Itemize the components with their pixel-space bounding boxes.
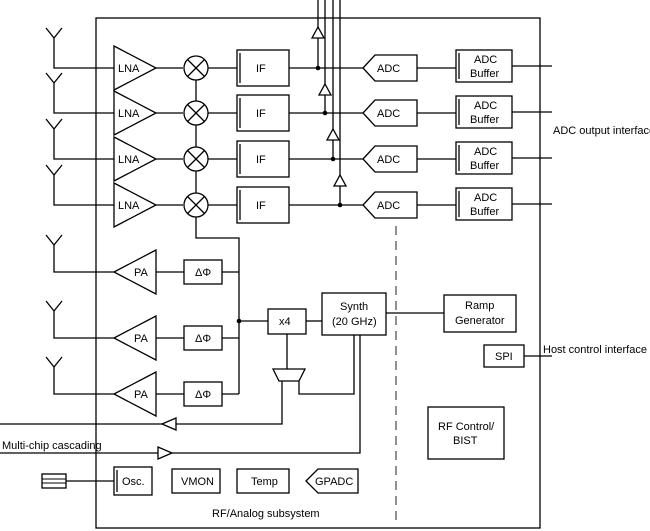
adc-buffer-4 — [455, 187, 513, 221]
rx-chain-3: LNA IF ADC ADC Buffer — [45, 118, 552, 183]
lna-amplifier-4 — [113, 181, 158, 229]
if-label-1: IF — [256, 63, 266, 75]
tx-chain-2: PA ΔΦ — [45, 300, 239, 362]
adc-output-interface-label: ADC output interface — [553, 125, 650, 137]
lna-label-4: LNA — [118, 200, 140, 212]
adc-buffer-3 — [455, 141, 513, 175]
synth-label-line1: Synth — [340, 301, 368, 313]
tap-buffer-4-icon — [332, 173, 348, 187]
phase-shifter-label-1: ΔΦ — [195, 267, 211, 279]
adc-buffer-label-1b: Buffer — [470, 68, 499, 80]
host-control-interface-label: Host control interface — [543, 344, 647, 356]
pa-label-1: PA — [134, 267, 149, 279]
cascade-buffer-out-icon — [160, 417, 177, 431]
tx-chain-1: PA ΔΦ — [45, 234, 239, 296]
ramp-generator — [443, 294, 517, 333]
crystal-icon — [41, 473, 67, 489]
lo-distribution-line — [195, 217, 240, 394]
vmon-block — [171, 468, 221, 494]
rx-antenna-1-icon — [45, 27, 114, 69]
tap-buffer-1-icon — [310, 25, 326, 39]
adc-buffer-label-1a: ADC — [474, 54, 497, 66]
multi-chip-cascading-label: Multi-chip cascading — [2, 440, 102, 452]
rx-chains: LNA IF ADC ADC Buffer LNA — [45, 0, 552, 394]
synth-block — [321, 292, 387, 336]
lna-label-2: LNA — [118, 108, 140, 120]
rf-control-label-line1: RF Control/ — [438, 421, 495, 433]
if-block-2 — [236, 94, 290, 132]
synth-label-line2: (20 GHz) — [332, 316, 377, 328]
adc-label-4: ADC — [377, 200, 400, 212]
rx-chain-4: LNA IF ADC ADC Buffer — [45, 164, 552, 229]
adc-buffer-label-3b: Buffer — [470, 160, 499, 172]
lna-amplifier-3 — [113, 135, 158, 183]
tx-antenna-2-icon — [45, 300, 114, 339]
adc-buffer-label-4b: Buffer — [470, 206, 499, 218]
rx-antenna-2-icon — [45, 72, 114, 114]
adc-label-1: ADC — [377, 63, 400, 75]
if-block-1 — [236, 49, 290, 87]
vmon-label: VMON — [181, 476, 214, 488]
adc-buffer-label-2b: Buffer — [470, 114, 499, 126]
lna-label-1: LNA — [118, 63, 140, 75]
rf-control-label-line2: BIST — [453, 435, 478, 447]
if-label-4: IF — [256, 200, 266, 212]
phase-shifter-label-3: ΔΦ — [195, 389, 211, 401]
support-blocks: Osc. VMON Temp GPADC — [41, 466, 359, 496]
osc-label: Osc. — [122, 476, 145, 488]
gpadc-block — [305, 468, 359, 494]
phase-shifter-3 — [183, 381, 223, 407]
if-label-2: IF — [256, 108, 266, 120]
ramp-label-line2: Generator — [455, 315, 505, 327]
phase-shifter-2 — [183, 325, 223, 351]
lna-amplifier-2 — [113, 89, 158, 137]
adc-buffer-label-2a: ADC — [474, 100, 497, 112]
if-block-4 — [236, 186, 290, 224]
ramp-label-line1: Ramp — [465, 300, 494, 312]
adc-label-3: ADC — [377, 154, 400, 166]
tx-chains: PA ΔΦ PA ΔΦ PA ΔΦ — [45, 234, 239, 418]
lna-label-3: LNA — [118, 154, 140, 166]
rx-chain-2: LNA IF ADC ADC Buffer — [45, 72, 552, 137]
adc-buffer-1 — [455, 49, 513, 83]
rf-control-bist — [427, 406, 505, 460]
lna-amplifier-1 — [113, 44, 158, 92]
if-label-3: IF — [256, 154, 266, 166]
adc-label-2: ADC — [377, 108, 400, 120]
temp-block — [236, 468, 290, 494]
tx-antenna-3-icon — [45, 356, 114, 395]
subsystem-label: RF/Analog subsystem — [212, 508, 320, 520]
rx-output-taps — [310, 0, 348, 208]
tap-buffer-3-icon — [325, 127, 341, 141]
pa-label-2: PA — [134, 333, 149, 345]
adc-buffer-label-4a: ADC — [474, 192, 497, 204]
spi-label: SPI — [495, 351, 513, 363]
adc-buffer-label-3a: ADC — [474, 146, 497, 158]
tx-chain-3: PA ΔΦ — [45, 356, 239, 418]
rx-chain-1: LNA IF ADC ADC Buffer — [45, 27, 552, 92]
pa-label-3: PA — [134, 389, 149, 401]
osc-block — [113, 466, 153, 496]
gpadc-label: GPADC — [315, 476, 353, 488]
rx-antenna-4-icon — [45, 164, 114, 206]
phase-shifter-1 — [183, 259, 223, 285]
temp-label: Temp — [251, 476, 278, 488]
cascade-buffer-in-icon — [157, 446, 174, 460]
phase-shifter-label-2: ΔΦ — [195, 333, 211, 345]
tx-antenna-1-icon — [45, 234, 114, 273]
x4-label: x4 — [279, 316, 291, 328]
tap-buffer-2-icon — [317, 82, 333, 96]
adc-buffer-2 — [455, 95, 513, 129]
lo-generation: x4 Synth (20 GHz) Ramp Generator — [0, 292, 517, 460]
lo-mux — [271, 368, 307, 382]
rx-antenna-3-icon — [45, 118, 114, 160]
